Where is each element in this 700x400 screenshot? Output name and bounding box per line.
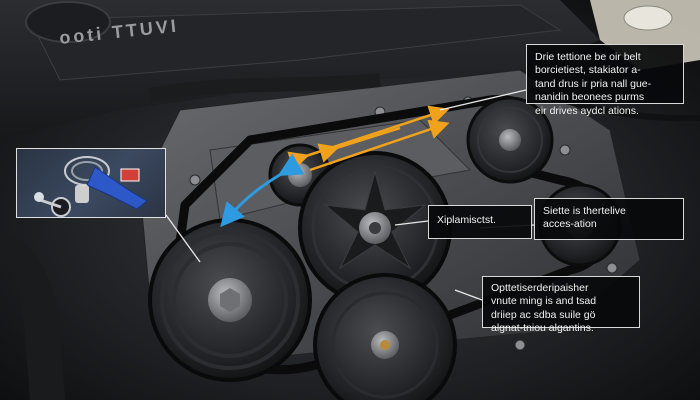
callout-pulley-label: Xiplamisctst.	[428, 205, 532, 239]
hose-left	[0, 230, 65, 400]
reservoir-cap	[623, 5, 673, 31]
tensioner-rotation-arrow	[220, 153, 305, 228]
tool-inset	[16, 148, 166, 218]
tool-spring	[120, 168, 140, 182]
belt-tensioner-tool-icon	[86, 166, 148, 210]
callout-alignment-note: Opttetiserderipaisher vnute ming is and …	[482, 276, 640, 334]
crankshaft-pulley	[148, 218, 312, 382]
hose-upper	[148, 73, 381, 102]
ac-compressor-pulley	[313, 273, 457, 400]
callout-belt-routing: Drie tettione be oir belt borcietiest, s…	[526, 44, 684, 117]
oil-cap	[25, 1, 111, 43]
engine-cover-ridge	[29, 4, 562, 81]
callout-access-note: Siette is thertelive acces-ation	[534, 198, 684, 240]
alternator-pulley	[466, 96, 554, 184]
belt-direction-arrows	[287, 105, 450, 172]
